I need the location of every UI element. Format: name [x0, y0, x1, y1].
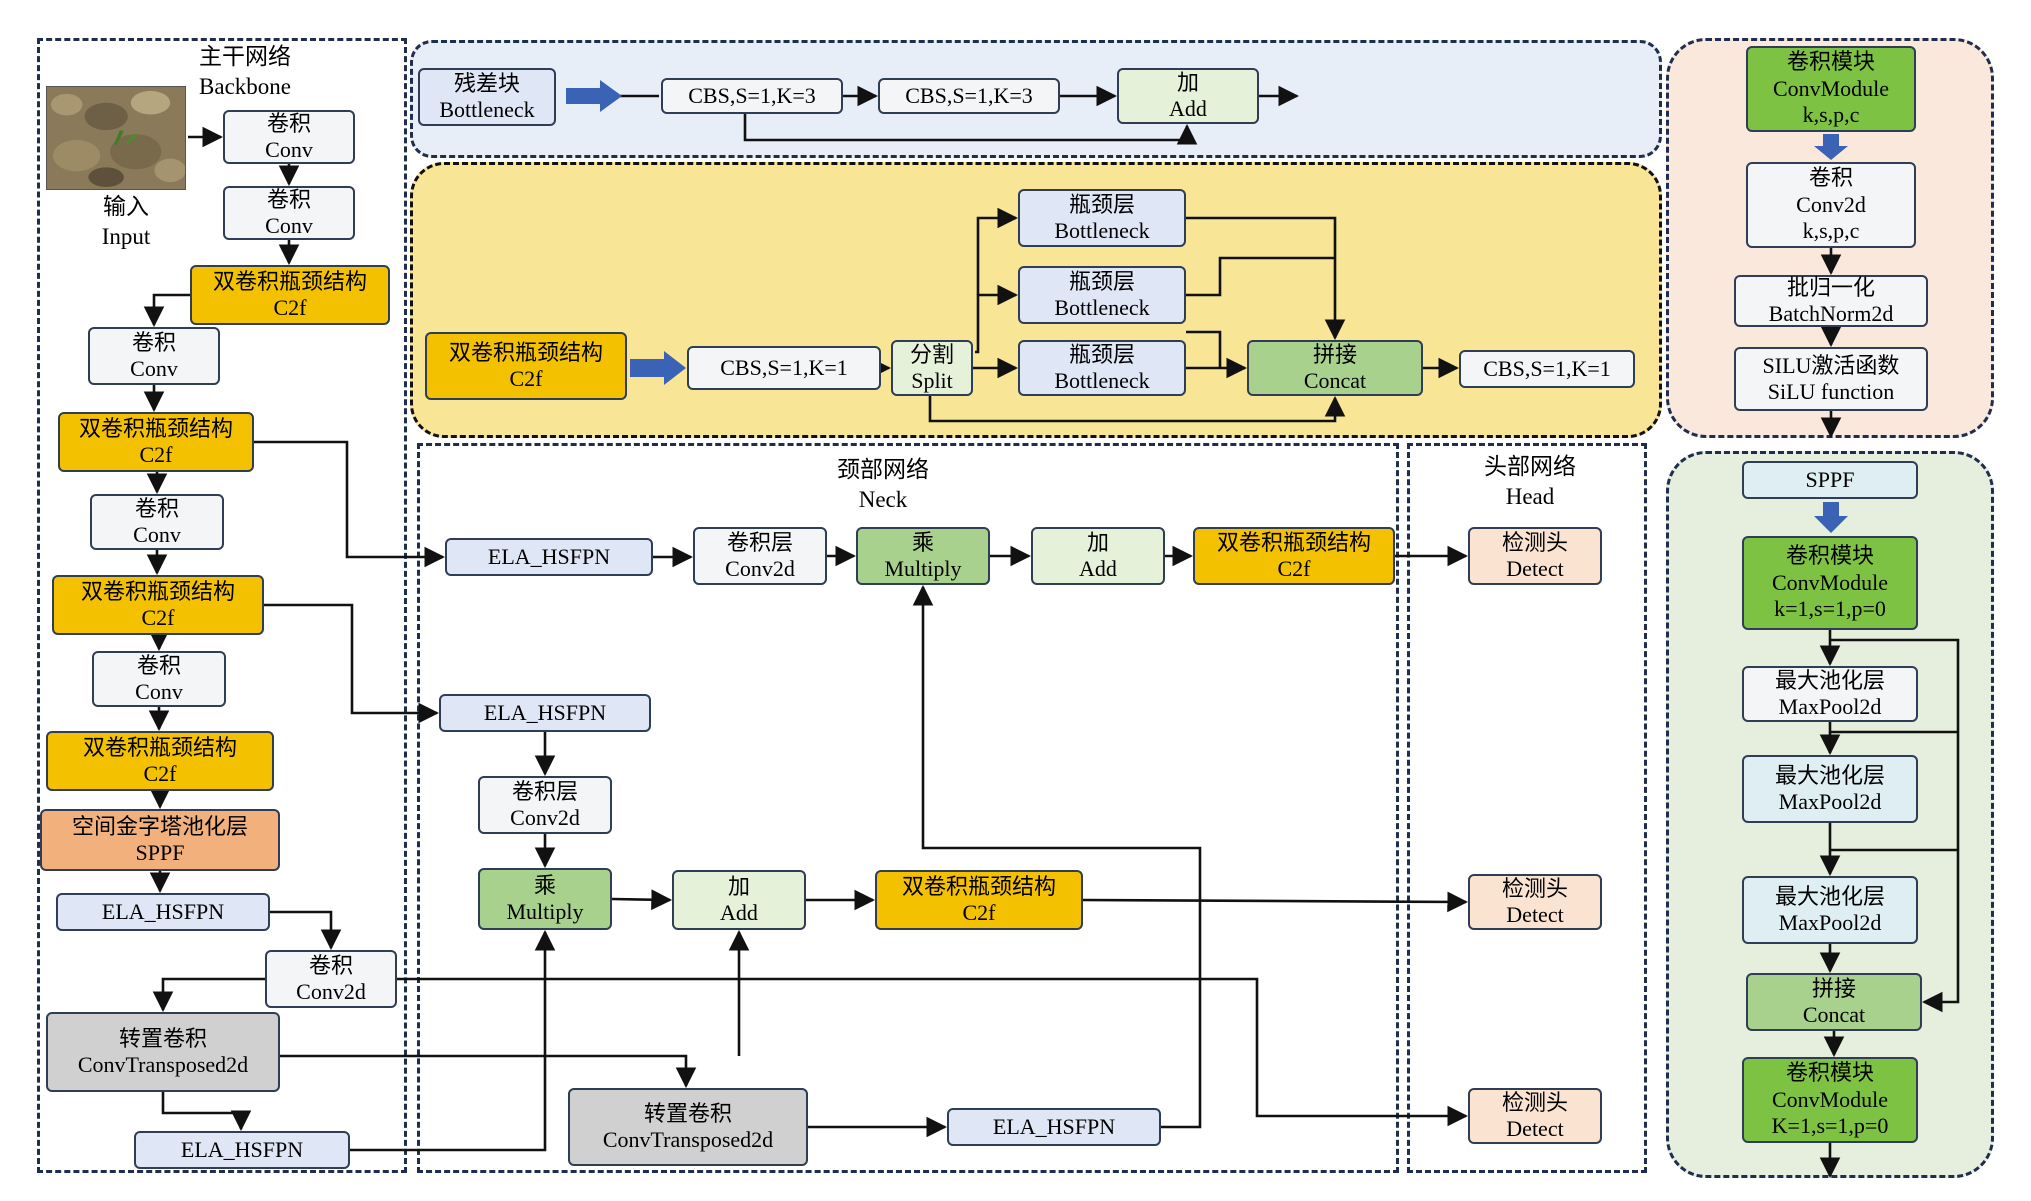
bottleneck-cbs-2[interactable]: CBS,S=1,K=3	[878, 78, 1060, 114]
neck-ela-hsfpn-bot[interactable]: ELA_HSFPN	[947, 1108, 1161, 1146]
neck-ela-hsfpn-mid[interactable]: ELA_HSFPN	[439, 694, 651, 732]
backbone-ela-hsfpn-1[interactable]: ELA_HSFPN	[56, 893, 270, 931]
c2f-cbs-in[interactable]: CBS,S=1,K=1	[687, 346, 881, 390]
input-image	[46, 86, 186, 190]
backbone-ela-hsfpn-2[interactable]: ELA_HSFPN	[134, 1131, 350, 1169]
head-region	[1407, 443, 1647, 1173]
neck-region	[417, 443, 1399, 1173]
sppf-detail-title[interactable]: SPPF	[1742, 461, 1918, 499]
bottleneck-cbs-1[interactable]: CBS,S=1,K=3	[661, 78, 843, 114]
c2f-cbs-out[interactable]: CBS,S=1,K=1	[1459, 350, 1635, 388]
neck-ela-hsfpn-top[interactable]: ELA_HSFPN	[445, 538, 653, 576]
